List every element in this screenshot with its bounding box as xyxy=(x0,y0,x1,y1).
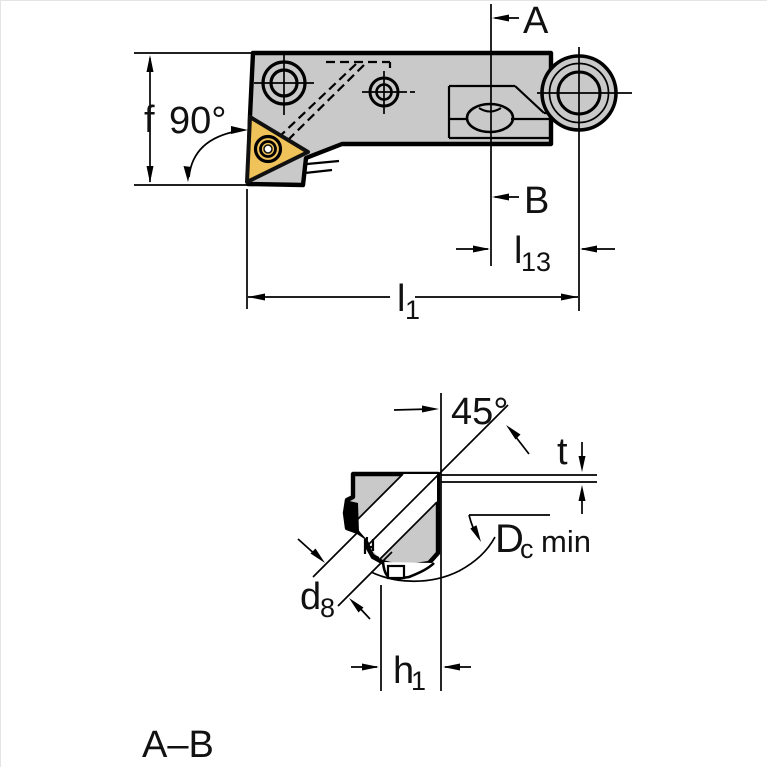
dim-f: f xyxy=(134,52,251,186)
oblong-slot xyxy=(465,102,515,134)
dim-45deg: 45° xyxy=(393,391,530,455)
dim-l1-subscript: 1 xyxy=(405,295,420,325)
label-b: B xyxy=(524,180,549,222)
hidden-wedge-lines xyxy=(279,60,392,141)
clamp-screw-head xyxy=(537,47,632,311)
clamp-screw-hole xyxy=(254,53,314,115)
dim-h1-label: h xyxy=(393,650,414,692)
dim-f-label: f xyxy=(144,99,155,141)
section-title: A–B xyxy=(142,724,214,766)
section-view: 45° t D c min d 8 xyxy=(142,391,597,766)
dim-dc-min: D c min xyxy=(370,514,591,583)
dim-l1-label: l xyxy=(397,278,405,320)
clamp-notch xyxy=(345,500,359,532)
dim-45deg-label: 45° xyxy=(451,391,508,433)
dim-d8: d 8 xyxy=(297,531,393,623)
dim-90deg: 90° xyxy=(169,100,248,182)
dim-h1-subscript: 1 xyxy=(411,666,426,696)
dim-t-label: t xyxy=(557,431,568,473)
insert-screw-hole xyxy=(253,134,283,164)
screw-axis-line xyxy=(367,404,509,546)
bottom-lip xyxy=(381,561,435,581)
insert xyxy=(245,115,310,184)
dim-dc-suffix: min xyxy=(541,524,591,559)
adjust-screw-hole xyxy=(362,71,415,114)
dim-l13-subscript: 13 xyxy=(521,247,551,277)
top-view: f 90° A B l 13 xyxy=(134,1,632,325)
dim-h1: h 1 xyxy=(351,585,471,696)
section-arrow-a: A xyxy=(492,1,549,42)
label-a: A xyxy=(523,1,549,42)
dim-l1: l 1 xyxy=(246,189,578,325)
dc-min-arc xyxy=(370,536,496,583)
dim-dc-label: D xyxy=(495,517,524,561)
counterbore-steps xyxy=(345,500,380,560)
dim-90deg-label: 90° xyxy=(169,100,226,142)
dim-dc-subscript: c xyxy=(520,534,534,564)
section-arrow-b: B xyxy=(492,180,549,222)
screw-centerlines xyxy=(537,47,632,311)
dim-l13: l 13 xyxy=(456,230,615,277)
dim-l13-label: l xyxy=(514,230,522,272)
insert-seat-lines xyxy=(304,159,340,175)
dim-d8-label: d xyxy=(300,576,321,618)
dim-t: t xyxy=(441,431,597,514)
dim-d8-subscript: 8 xyxy=(320,593,335,623)
